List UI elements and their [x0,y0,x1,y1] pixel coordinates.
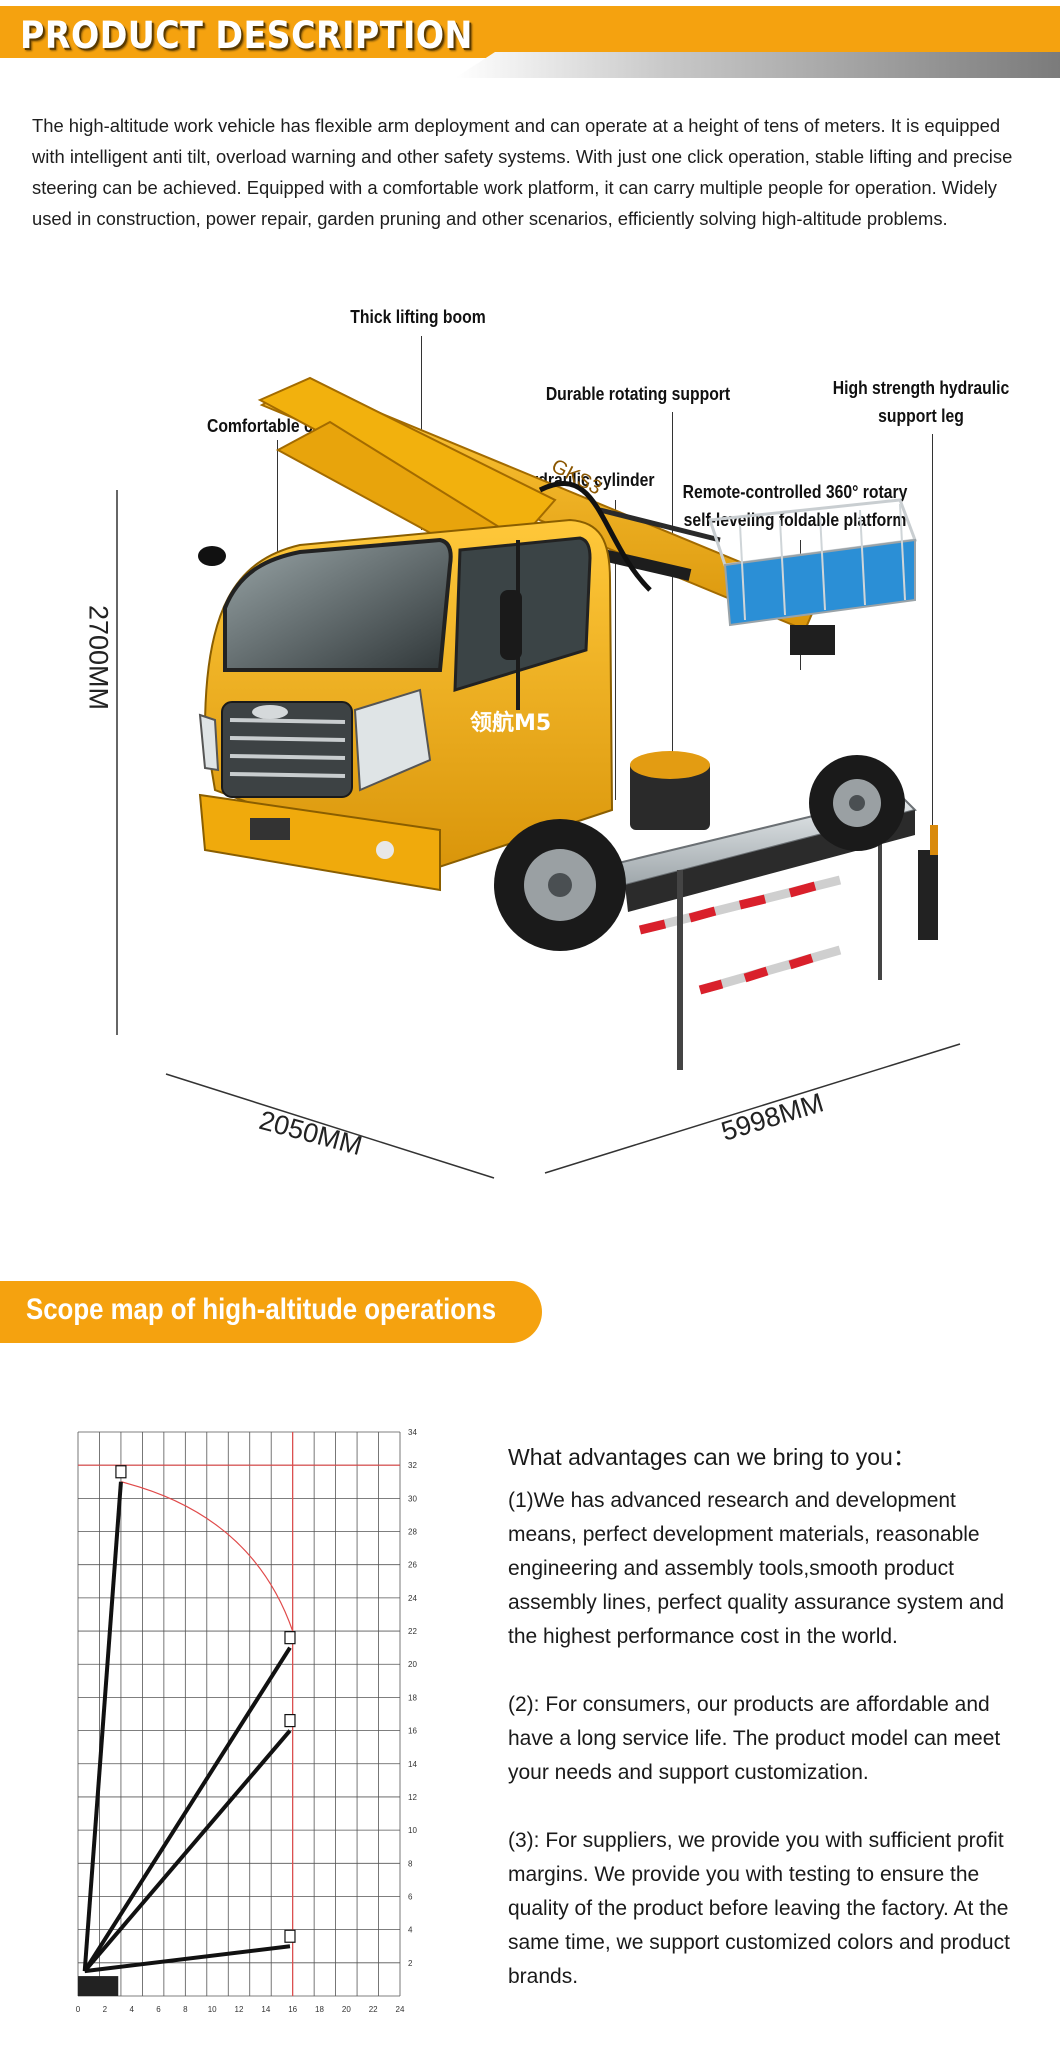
callout-platform: Remote-controlled 360° rotary self-level… [680,478,910,534]
leader-rotating-support [672,412,674,780]
working-envelope-arc [120,1481,294,1632]
callout-lifting-boom: Thick lifting boom [350,306,486,327]
leader-hydraulic-leg [932,434,934,834]
x-tick-label: 6 [156,2005,161,2014]
x-tick-label: 14 [261,2005,270,2014]
x-tick-label: 16 [288,2005,297,2014]
x-tick-label: 4 [129,2005,134,2014]
x-tick-label: 20 [342,2005,351,2014]
y-tick-label: 34 [408,1428,417,1437]
y-tick-label: 32 [408,1461,417,1470]
callout-hydraulic-leg: High strength hydraulic support leg [832,374,1011,430]
boom-basket [284,1631,296,1645]
x-tick-label: 0 [76,2005,81,2014]
callout-hydraulic-leg-line2: support leg [878,405,964,426]
y-tick-label: 8 [408,1859,413,1868]
y-tick-label: 16 [408,1727,417,1736]
aerial-work-truck: GKS3 领航M5 [116,376,961,1179]
x-tick-label: 10 [208,2005,217,2014]
y-tick-label: 2 [408,1959,413,1968]
y-tick-label: 18 [408,1693,417,1702]
y-tick-label: 12 [408,1793,417,1802]
banner-orange-bar [0,6,1060,58]
boom-position-line [83,1729,292,1973]
page-title: PRODUCT DESCRIPTION [20,14,473,57]
x-tick-label: 8 [183,2005,188,2014]
advantages-heading: What advantages can we bring to you： [508,1444,916,1470]
x-tick-label: 22 [369,2005,378,2014]
leader-hydraulic-cylinder [615,500,617,800]
x-tick-label: 24 [396,2005,405,2014]
boom-position-line [83,1646,292,1973]
x-tick-label: 2 [103,2005,108,2014]
cab-model-text: 领航M5 [470,710,551,736]
y-tick-label: 14 [408,1760,417,1769]
y-tick-label: 30 [408,1494,417,1503]
section-banner: PRODUCT DESCRIPTION [0,6,1060,78]
callout-platform-line2: self-leveling foldable platform [683,509,907,530]
advantage-item: (2): For consumers, our products are aff… [508,1693,1001,1784]
boom-position-line [84,1944,291,1974]
boom-basket [284,1929,296,1943]
y-tick-label: 20 [408,1660,417,1669]
scope-section-heading: Scope map of high-altitude operations [0,1281,542,1343]
dimension-height: 2700MM [83,604,114,711]
y-tick-label: 26 [408,1561,417,1570]
callout-hydraulic-leg-line1: High strength hydraulic [832,377,1010,398]
callout-platform-line1: Remote-controlled 360° rotary [682,481,908,502]
y-tick-label: 6 [408,1892,413,1901]
y-tick-label: 24 [408,1594,417,1603]
truck-illustration-area: Thick lifting boom Durable rotating supp… [0,290,1060,1190]
boom-position-line [82,1481,123,1972]
y-tick-label: 22 [408,1627,417,1636]
advantages-panel: What advantages can we bring to you： (1)… [508,1440,1028,2028]
intro-paragraph: The high-altitude work vehicle has flexi… [32,115,1013,229]
x-tick-label: 12 [235,2005,244,2014]
truck-silhouette [78,1976,119,1996]
boom-basket [284,1713,296,1728]
banner-grey-stripe [455,52,1060,78]
callout-rotating-support: Durable rotating support [545,383,731,404]
y-tick-label: 4 [408,1926,413,1935]
boom-basket [115,1465,127,1479]
advantage-item: (3): For suppliers, we provide you with … [508,1829,1010,1988]
y-tick-label: 28 [408,1528,417,1537]
x-tick-label: 18 [315,2005,324,2014]
advantage-item: (1)We has advanced research and developm… [508,1489,1005,1648]
y-tick-label: 10 [408,1826,417,1835]
scope-section-title: Scope map of high-altitude operations [26,1293,497,1326]
